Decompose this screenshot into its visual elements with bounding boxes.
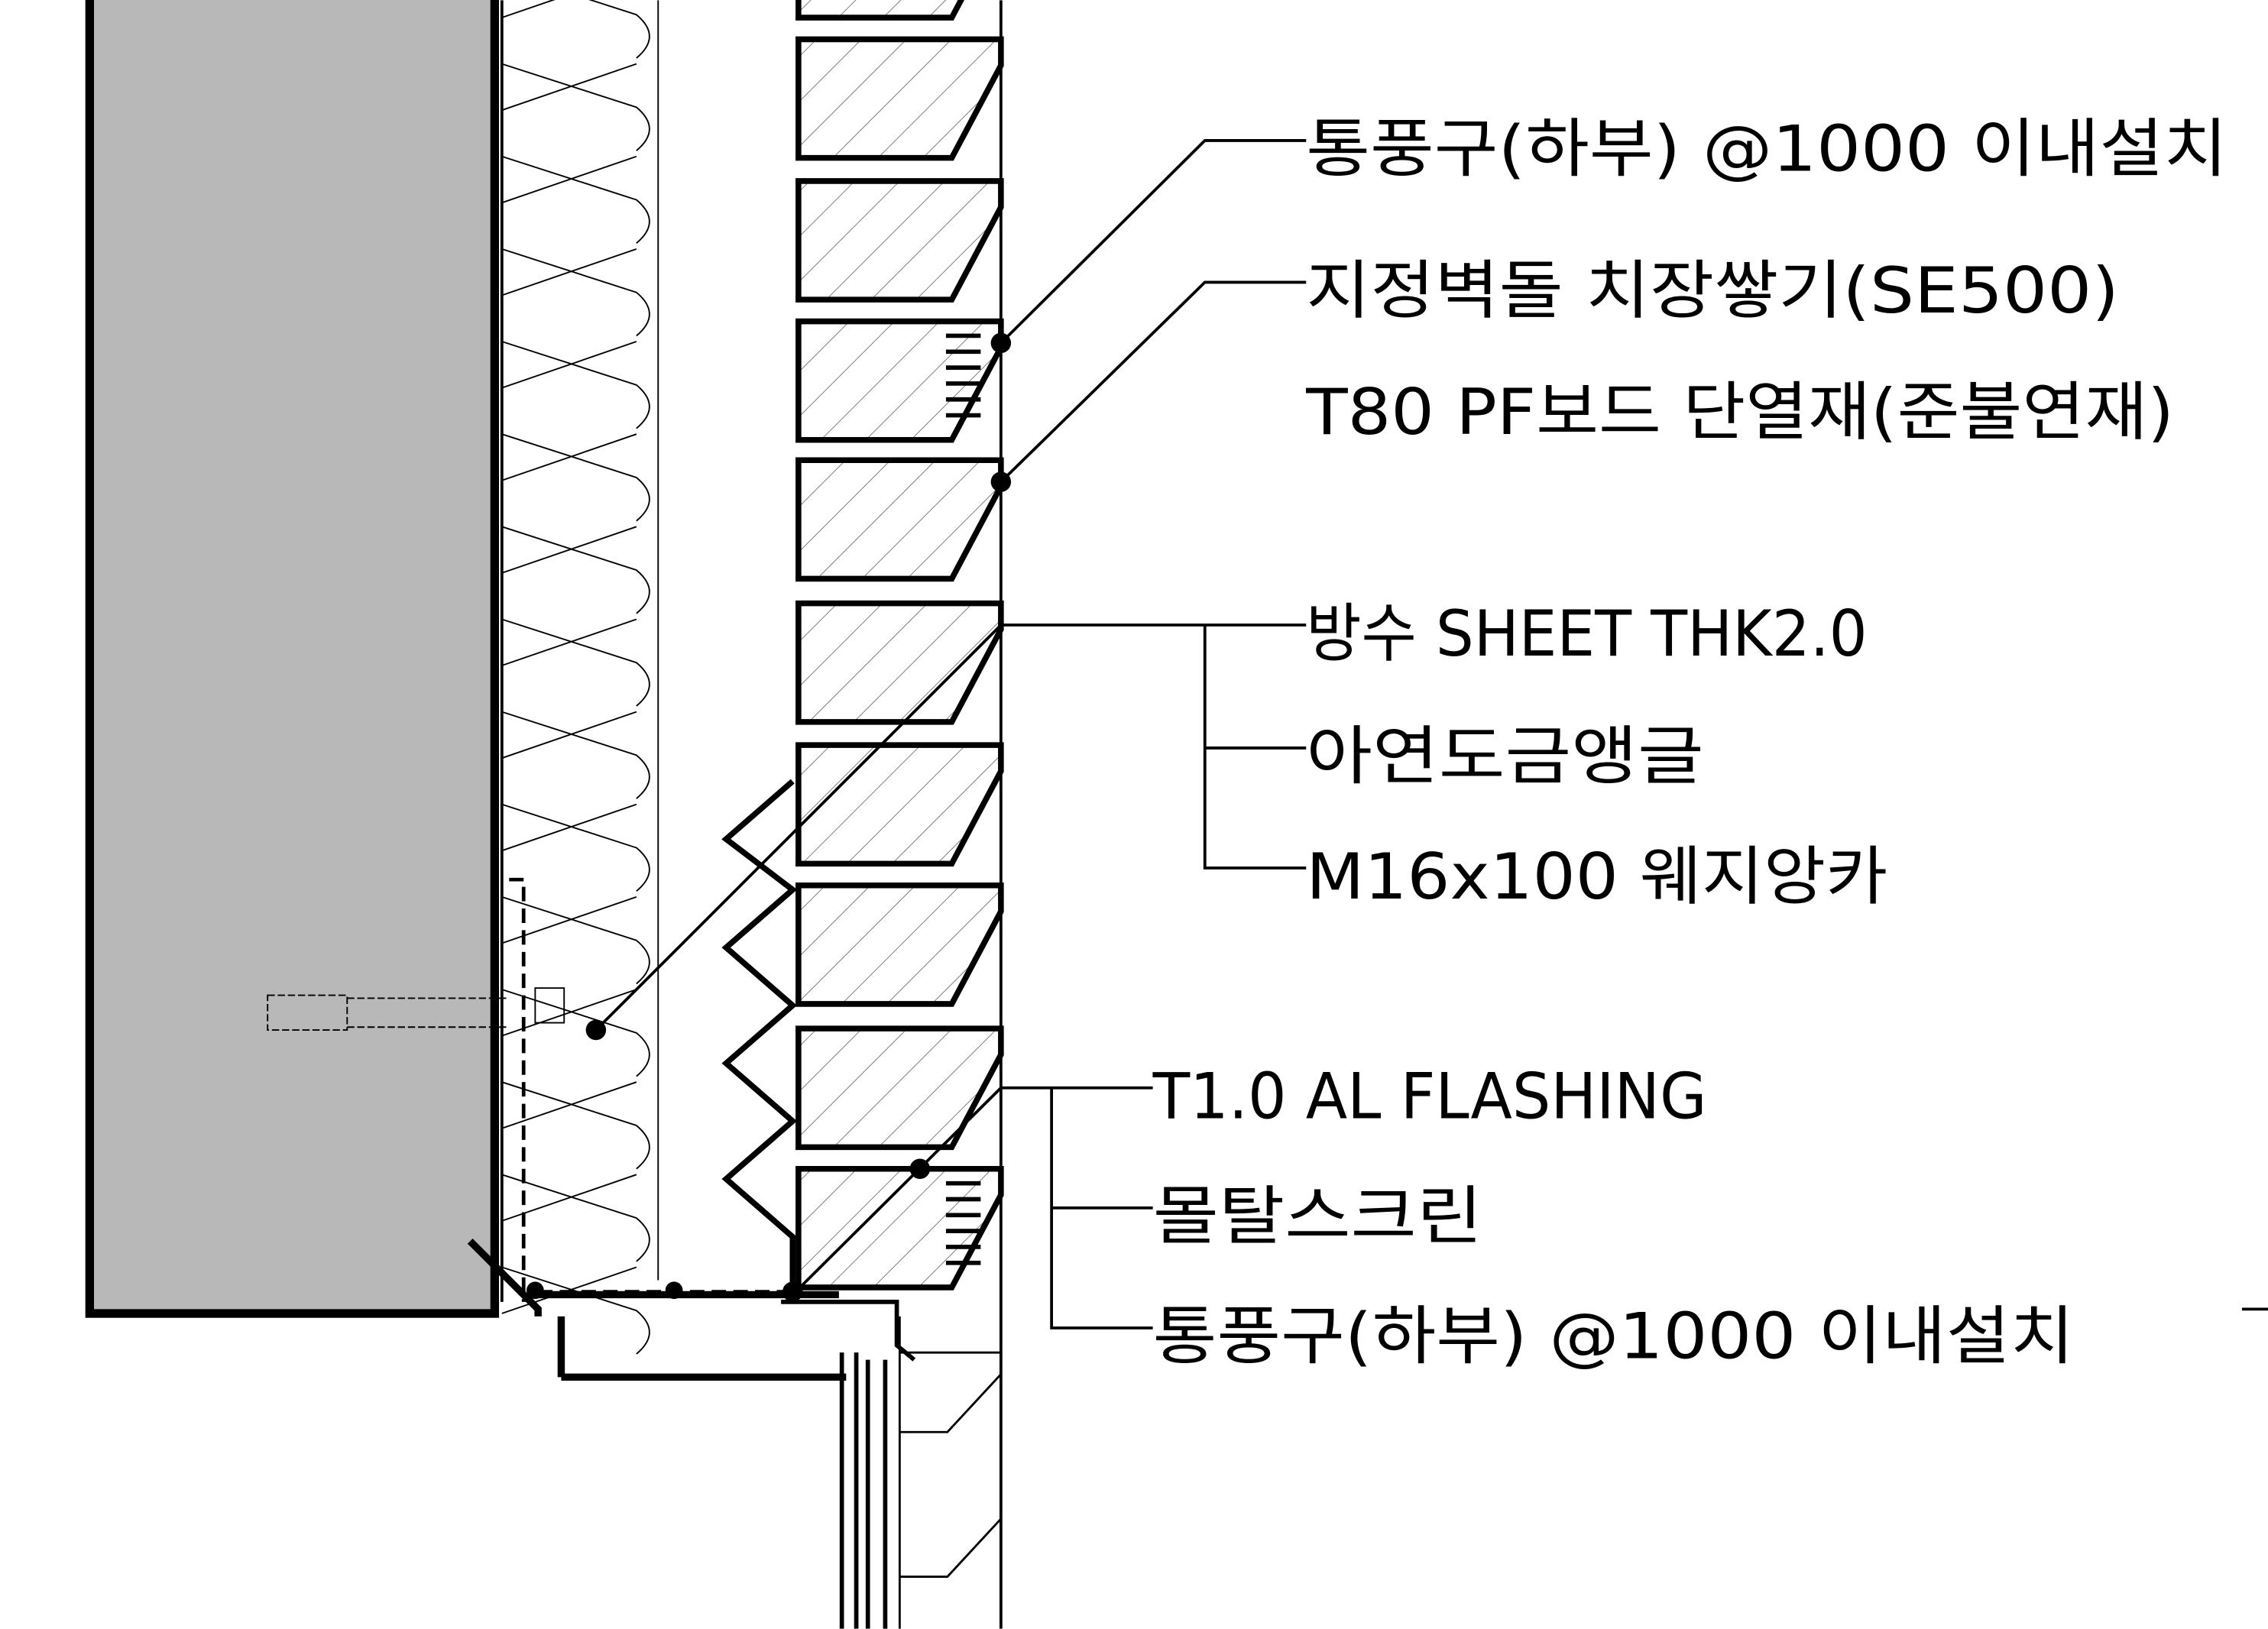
brick bbox=[795, 36, 1004, 161]
brick bbox=[795, 882, 1004, 1007]
insulation-wave bbox=[501, 711, 650, 799]
insulation-wave bbox=[501, 0, 650, 59]
brick bbox=[795, 1025, 1004, 1151]
label-mortar-screen: 몰탈스크린 bbox=[1153, 1180, 1483, 1254]
insulation-wave bbox=[501, 618, 650, 707]
insulation-wave bbox=[501, 341, 650, 429]
al-flashing bbox=[467, 1239, 847, 1381]
mortar-screen bbox=[721, 779, 798, 1295]
label-galvanized-angle: 아연도금앵글 bbox=[1306, 720, 1704, 794]
concrete-wall bbox=[85, 0, 500, 1318]
brick bbox=[795, 178, 1004, 303]
brick bbox=[795, 318, 1004, 443]
label-al-flashing: T1.0 AL FLASHING bbox=[1152, 1060, 1707, 1134]
brick-column bbox=[795, 0, 1004, 1291]
label-insulation: T80 PF보드 단열재(준불연재) bbox=[1305, 375, 2174, 449]
brick bbox=[795, 457, 1004, 582]
insulation-wave bbox=[501, 433, 650, 522]
label-brick: 지정벽돌 치장쌓기(SE500) bbox=[1306, 254, 2119, 328]
leader-dots bbox=[526, 332, 1012, 1302]
insulation-wave bbox=[501, 248, 650, 337]
insulation-wave bbox=[501, 526, 650, 614]
insulation-wave bbox=[501, 63, 650, 151]
label-vent-lower: 통풍구(하부) @1000 이내설치 bbox=[1153, 1300, 2075, 1374]
brick bbox=[795, 600, 1004, 725]
brick bbox=[795, 742, 1004, 867]
insulation-wave bbox=[501, 155, 650, 245]
window-frame bbox=[781, 1300, 1002, 1629]
label-waterproof-sheet: 방수 SHEET THK2.0 bbox=[1306, 597, 1867, 671]
insulation-wave bbox=[501, 1081, 650, 1170]
leader-lines bbox=[595, 139, 2268, 1329]
insulation-wave bbox=[501, 803, 650, 892]
brick bbox=[795, 0, 965, 21]
wedge-anchor-icon bbox=[267, 987, 565, 1031]
label-vent-upper: 통풍구(하부) @1000 이내설치 bbox=[1306, 112, 2228, 186]
label-wedge-anchor: M16x100 웨지앙카 bbox=[1306, 840, 1887, 914]
